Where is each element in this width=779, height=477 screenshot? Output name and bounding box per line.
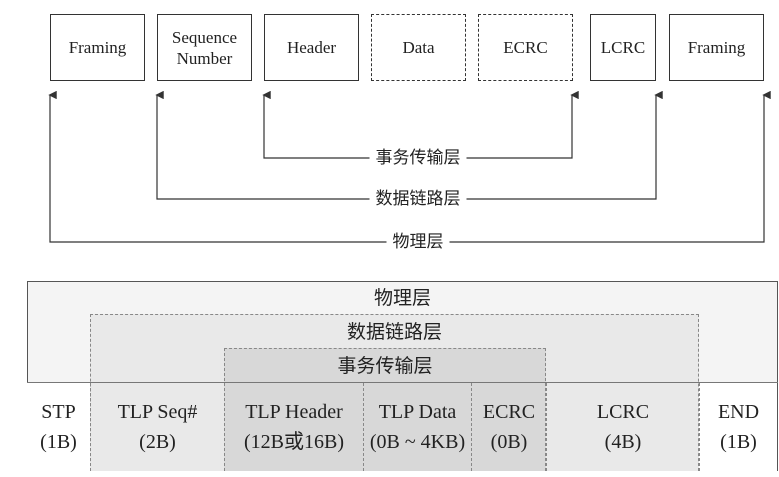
cell-ecrc: ECRC (0B) — [471, 383, 546, 471]
field-ecrc: ECRC — [478, 14, 573, 81]
cell-size: (0B) — [490, 431, 528, 453]
physical-layer-title: 物理层 — [373, 287, 431, 309]
cell-name: END — [717, 401, 760, 423]
cell-name: STP — [41, 401, 76, 423]
field-sequence-number: Sequence Number — [157, 14, 252, 81]
field-label: Header — [286, 38, 337, 57]
cell-size: (12B或16B) — [244, 431, 344, 453]
field-label: LCRC — [600, 38, 646, 57]
cell-name: ECRC — [482, 401, 536, 423]
data-link-layer-title: 数据链路层 — [346, 321, 442, 343]
cell-tlp-seq: TLP Seq# (2B) — [90, 383, 224, 471]
cell-size: (1B) — [720, 431, 757, 453]
cell-tlp-header: TLP Header (12B或16B) — [224, 383, 363, 471]
transaction-layer-title: 事务传输层 — [337, 355, 433, 377]
field-label: Framing — [687, 38, 746, 57]
cell-name: TLP Header — [245, 401, 343, 423]
field-framing-start: Framing — [50, 14, 145, 81]
field-label: Data — [402, 38, 435, 57]
cell-stp: STP (1B) — [27, 383, 90, 471]
data-link-layer-label: 数据链路层 — [369, 189, 467, 209]
physical-layer-band: 物理层 — [27, 281, 778, 313]
transaction-layer-band: 事务传输层 — [224, 348, 546, 471]
cell-size: (1B) — [40, 431, 77, 453]
cell-size: (0B ~ 4KB) — [369, 431, 466, 453]
field-label: ECRC — [503, 38, 548, 57]
physical-layer-label: 物理层 — [386, 232, 450, 252]
field-label: Sequence Number — [171, 27, 238, 68]
field-lcrc: LCRC — [590, 14, 656, 81]
field-framing-end: Framing — [669, 14, 764, 81]
cell-tlp-data: TLP Data (0B ~ 4KB) — [363, 383, 471, 471]
field-header: Header — [264, 14, 359, 81]
cell-end: END (1B) — [699, 383, 777, 471]
field-data: Data — [371, 14, 466, 81]
cell-size: (4B) — [604, 431, 642, 453]
data-link-layer-arrow — [155, 90, 663, 200]
cell-name: LCRC — [596, 401, 650, 423]
cell-name: TLP Data — [378, 401, 457, 423]
cell-lcrc: LCRC (4B) — [546, 383, 699, 471]
cell-size: (2B) — [139, 431, 176, 453]
field-label: Framing — [68, 38, 127, 57]
field-row-divider — [27, 382, 778, 383]
cell-name: TLP Seq# — [117, 401, 198, 423]
transaction-layer-label: 事务传输层 — [369, 148, 467, 168]
